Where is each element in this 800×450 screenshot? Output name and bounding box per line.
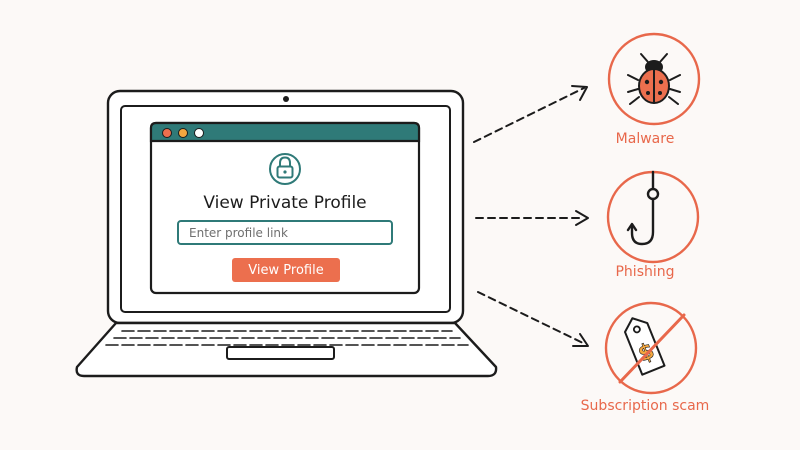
subscription-scam-label: Subscription scam [580,398,710,414]
bug-icon [627,53,681,105]
window-close-dot [162,128,172,138]
crossed-price-tag-icon: $ [618,313,686,384]
threat-malware [607,32,701,126]
scam-circle [604,301,698,395]
threat-subscription-scam: $ [604,301,698,395]
fishing-hook-icon [626,170,660,246]
browser-titlebar [149,121,421,143]
arrows [473,85,589,347]
malware-label: Malware [615,131,675,147]
threat-phishing [606,170,700,264]
webcam-icon [283,96,289,102]
arrow-to-phishing [475,210,589,226]
phishing-label: Phishing [615,264,675,280]
profile-link-input[interactable] [177,220,393,245]
view-profile-button[interactable]: View Profile [232,258,340,282]
arrow-to-scam [477,291,589,347]
browser-window [149,121,421,295]
arrow-to-malware [473,85,588,143]
window-minimize-dot [178,128,188,138]
window-maximize-dot [194,128,204,138]
malware-circle [607,32,701,126]
lock-icon [269,153,301,185]
trackpad [226,346,335,360]
keyboard [105,330,469,346]
window-title: View Private Profile [203,193,367,213]
